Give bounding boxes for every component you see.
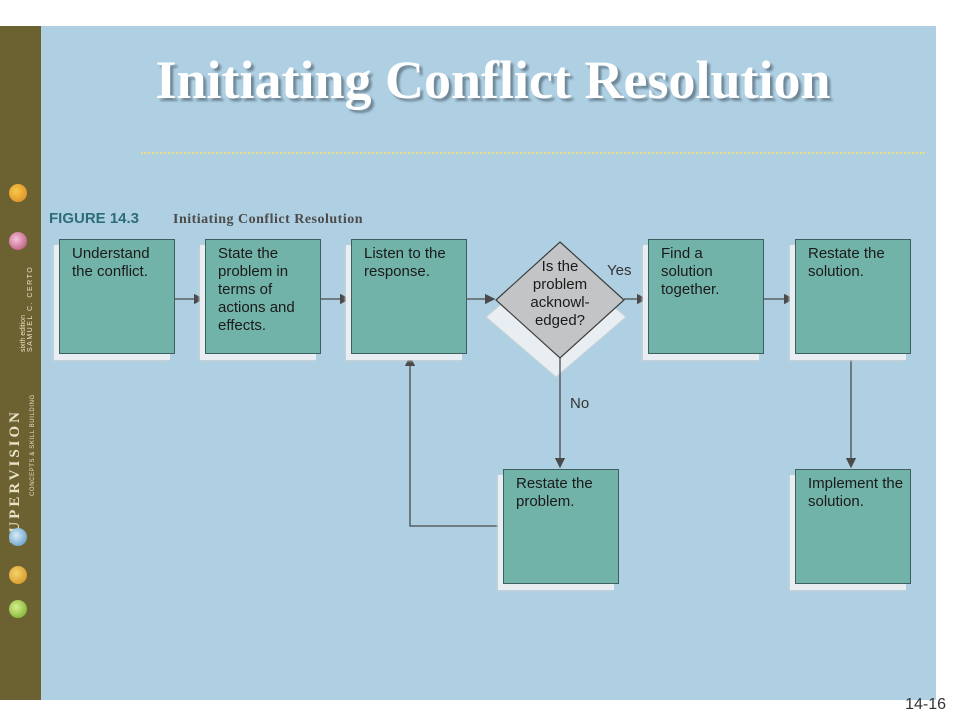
step-label: Restate the problem.	[516, 475, 593, 510]
green-swirl-icon	[9, 600, 27, 618]
orange-swirl-icon	[9, 184, 27, 202]
slide-title: Initiating Conflict Resolution	[155, 50, 831, 110]
step-label: Restate the solution.	[808, 245, 885, 280]
step-label: State the problem in terms of actions an…	[218, 245, 295, 334]
step-label: Listen to the response.	[364, 245, 446, 280]
pink-swirl-icon	[9, 232, 27, 250]
step-label: Implement the solution.	[808, 475, 904, 510]
gold-swirl-icon	[9, 566, 27, 584]
edge-label-yes: Yes	[607, 262, 632, 279]
step-state-problem: State the problem in terms of actions an…	[205, 239, 321, 354]
step-understand-conflict: Understand the conflict.	[59, 239, 175, 354]
sidebar-band: SUPERVISION CONCEPTS & SKILL BUILDING si…	[0, 26, 41, 700]
step-restate-solution: Restate the solution.	[795, 239, 911, 354]
arrow-loop-back-to-listen	[404, 355, 502, 527]
step-label: Understand the conflict.	[72, 245, 150, 280]
step-find-solution: Find a solution together.	[648, 239, 764, 354]
step-listen-response: Listen to the response.	[351, 239, 467, 354]
edge-label-no: No	[570, 395, 590, 412]
blue-swirl-icon	[9, 528, 27, 546]
figure-title: Initiating Conflict Resolution	[173, 212, 364, 227]
step-restate-problem: Restate the problem.	[503, 469, 619, 584]
decision-problem-acknowledged: Is the problem acknowl- edged?	[530, 258, 590, 329]
step-label: Find a solution together.	[661, 245, 720, 298]
title-divider	[141, 152, 925, 154]
page-number: 14-16	[905, 696, 946, 713]
slide-content: Initiating Conflict Resolution FIGURE 14…	[41, 26, 936, 700]
figure-label: FIGURE 14.3	[49, 210, 140, 227]
step-implement-solution: Implement the solution.	[795, 469, 911, 584]
